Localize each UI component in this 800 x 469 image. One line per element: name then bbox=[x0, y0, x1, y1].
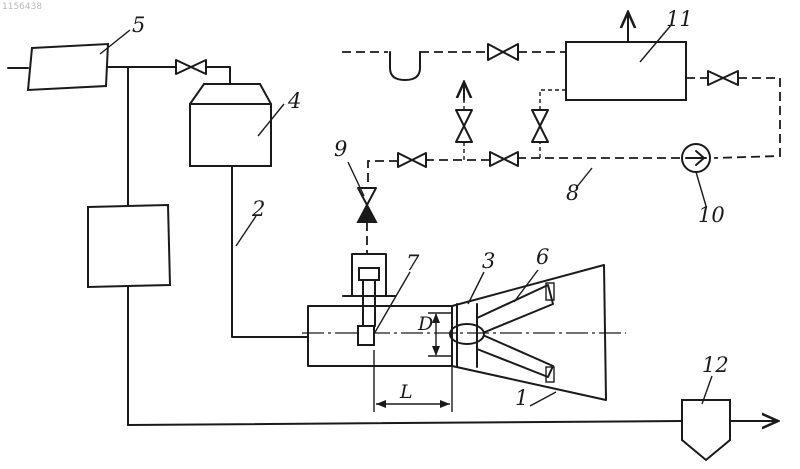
label-8: 8 bbox=[566, 181, 579, 205]
label-diameter: D bbox=[417, 313, 433, 335]
unit-4 bbox=[190, 84, 271, 166]
chamber-assembly bbox=[302, 265, 626, 400]
left-unit bbox=[88, 205, 170, 287]
unit-11 bbox=[566, 42, 686, 100]
valve-9-icon bbox=[358, 188, 376, 222]
label-11: 11 bbox=[666, 7, 693, 31]
label-4: 4 bbox=[287, 89, 301, 113]
u-trap bbox=[390, 52, 420, 80]
label-2: 2 bbox=[251, 197, 265, 221]
label-10: 10 bbox=[698, 203, 725, 227]
label-3: 3 bbox=[482, 249, 495, 273]
unit-5 bbox=[28, 44, 108, 90]
pump-10-icon bbox=[682, 144, 710, 172]
label-1: 1 bbox=[515, 386, 528, 410]
valve-branch-left-icon bbox=[456, 110, 472, 142]
valve-line8-right-icon bbox=[490, 152, 518, 166]
valve-branch-right-icon bbox=[532, 110, 548, 142]
valve-inlet-icon bbox=[176, 60, 206, 74]
valve-right-icon bbox=[708, 71, 738, 85]
valve-line8-left-icon bbox=[398, 153, 426, 167]
document-code: 1156438 bbox=[2, 2, 42, 12]
label-6: 6 bbox=[536, 245, 549, 269]
label-length: L bbox=[399, 381, 413, 403]
label-9: 9 bbox=[334, 137, 347, 161]
probe-7 bbox=[343, 254, 395, 345]
valve-top-icon bbox=[488, 44, 518, 60]
label-12: 12 bbox=[702, 353, 729, 377]
label-7: 7 bbox=[406, 251, 420, 275]
collector-12 bbox=[682, 400, 730, 460]
dimension-L bbox=[374, 350, 452, 412]
label-5: 5 bbox=[132, 13, 145, 37]
